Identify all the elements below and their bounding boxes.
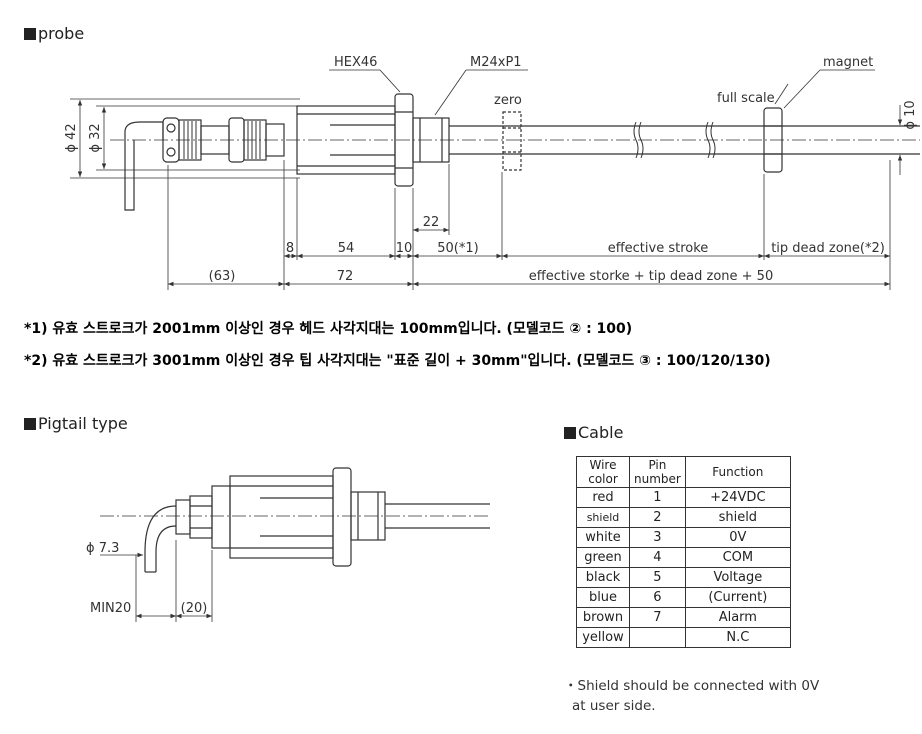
magnet-label: magnet [823, 55, 873, 70]
wire-color-cell: brown [576, 607, 630, 628]
footnote-line-2: at user side. [572, 698, 656, 714]
header-pin-number: Pin number [629, 456, 686, 488]
wire-color-cell: red [576, 487, 630, 508]
dim-63-label: (63) [209, 269, 236, 284]
total-length-label: effective storke + tip dead zone + 50 [529, 269, 773, 284]
zero-label: zero [494, 93, 522, 108]
note-1: *1) 유효 스트로크가 2001mm 이상인 경우 헤드 사각지대는 100m… [24, 321, 633, 337]
wire-color-cell: shield [576, 507, 630, 528]
function-cell: (Current) [684, 587, 791, 608]
footnote-line-1: ・Shield should be connected with 0V [564, 678, 820, 694]
probe-section-title: probe [24, 24, 84, 43]
pin-cell: 4 [629, 547, 686, 568]
wire-color-cell: green [576, 547, 630, 568]
diameter-32-label: ϕ 32 [88, 123, 103, 152]
full-scale-label: full scale [717, 91, 775, 106]
thread-label: M24xP1 [470, 55, 522, 70]
function-cell: COM [684, 547, 791, 568]
header-function: Function [684, 456, 791, 488]
cable-diameter-label: ϕ 7.3 [86, 541, 119, 556]
table-header-row: Wire color Pin number Function [576, 456, 791, 488]
dim-72-label: 72 [337, 269, 354, 284]
wire-color-cell: blue [576, 587, 630, 608]
diameter-42-label: ϕ 42 [64, 123, 79, 152]
square-bullet-icon [564, 427, 576, 439]
cable-title-text: Cable [578, 423, 624, 442]
pigtail-section-title: Pigtail type [24, 414, 128, 433]
cable-section-title: Cable [564, 423, 623, 442]
pigtail-drawing: ϕ 7.3 MIN20 (20) [86, 467, 490, 622]
shield-footnote: ・Shield should be connected with 0V at u… [564, 676, 819, 716]
dim-50-label: 50(*1) [437, 241, 478, 256]
table-row: yellow N.C [576, 627, 791, 648]
square-bullet-icon [24, 28, 36, 40]
probe-title-text: probe [38, 24, 85, 43]
diameter-10-label: ϕ 10 [903, 100, 918, 129]
function-cell: N.C [684, 627, 791, 648]
effective-stroke-label: effective stroke [608, 241, 709, 256]
pin-cell: 1 [629, 487, 686, 508]
pin-cell: 3 [629, 527, 686, 548]
pin-cell: 7 [629, 607, 686, 628]
probe-drawing: HEX46 M24xP1 zero full scale magnet ϕ 42… [64, 55, 920, 290]
pin-cell: 5 [629, 567, 686, 588]
wire-color-cell: yellow [576, 627, 630, 648]
dim-8-label: 8 [286, 241, 294, 256]
dim-22-label: 22 [423, 215, 440, 230]
function-cell: shield [684, 507, 791, 528]
function-cell: 0V [684, 527, 791, 548]
note-2: *2) 유효 스트로크가 3001mm 이상인 경우 팁 사각지대는 "표준 길… [24, 353, 771, 369]
tip-dead-zone-label: tip dead zone(*2) [771, 241, 885, 256]
pin-cell [629, 627, 686, 648]
pin-cell: 6 [629, 587, 686, 608]
min20-label: MIN20 [90, 601, 131, 616]
function-cell: Alarm [684, 607, 791, 628]
square-bullet-icon [24, 418, 36, 430]
pin-cell: 2 [629, 507, 686, 528]
wire-color-cell: black [576, 567, 630, 588]
dim-20-label: (20) [181, 601, 208, 616]
header-wire-color: Wire color [576, 456, 630, 488]
pigtail-title-text: Pigtail type [38, 414, 128, 433]
hex-label: HEX46 [334, 55, 377, 70]
dim-54-label: 54 [338, 241, 355, 256]
dim-10-label: 10 [396, 241, 413, 256]
wire-color-cell: white [576, 527, 630, 548]
function-cell: Voltage [684, 567, 791, 588]
function-cell: +24VDC [684, 487, 791, 508]
